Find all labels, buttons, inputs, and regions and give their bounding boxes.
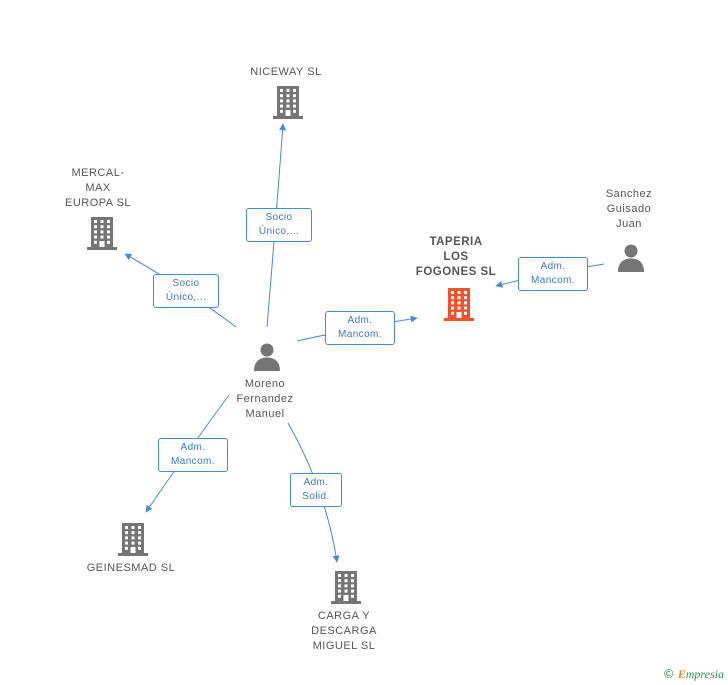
- brand-name: mpresia: [685, 667, 724, 681]
- edge-label-niceway[interactable]: Socio Único,...: [246, 208, 312, 242]
- node-label-carga[interactable]: CARGA Y DESCARGA MIGUEL SL: [311, 610, 377, 652]
- building-icon-taperia[interactable]: [444, 287, 474, 326]
- node-label-taperia[interactable]: TAPERIA LOS FOGONES SL: [415, 236, 497, 278]
- node-label-niceway[interactable]: NICEWAY SL: [250, 66, 322, 78]
- building-icon-geinesmad[interactable]: [118, 522, 148, 561]
- building-icon-mercal[interactable]: [87, 216, 117, 255]
- building-icon-carga[interactable]: [331, 570, 361, 609]
- copyright-credit: ©Empresia: [663, 667, 724, 682]
- person-icon-moreno[interactable]: [252, 342, 282, 377]
- building-icon-niceway[interactable]: [273, 85, 303, 124]
- node-label-sanchez[interactable]: Sanchez Guisado Juan: [605, 188, 653, 230]
- edge-label-taperia[interactable]: Adm. Mancom.: [325, 311, 395, 345]
- brand-initial: E: [677, 667, 686, 681]
- node-label-mercal[interactable]: MERCAL- MAX EUROPA SL: [64, 167, 132, 209]
- edge-label-carga[interactable]: Adm. Solid.: [290, 473, 342, 507]
- edge-label-mercal[interactable]: Socio Único,...: [153, 274, 219, 308]
- edge-label-sanchez[interactable]: Adm. Mancom.: [518, 257, 588, 291]
- node-label-moreno[interactable]: Moreno Fernandez Manuel: [236, 378, 294, 420]
- copyright-icon: ©: [662, 667, 675, 681]
- person-icon-sanchez[interactable]: [616, 243, 646, 278]
- node-label-geinesmad[interactable]: GEINESMAD SL: [86, 562, 176, 574]
- edge-label-geinesmad[interactable]: Adm. Mancom.: [158, 438, 228, 472]
